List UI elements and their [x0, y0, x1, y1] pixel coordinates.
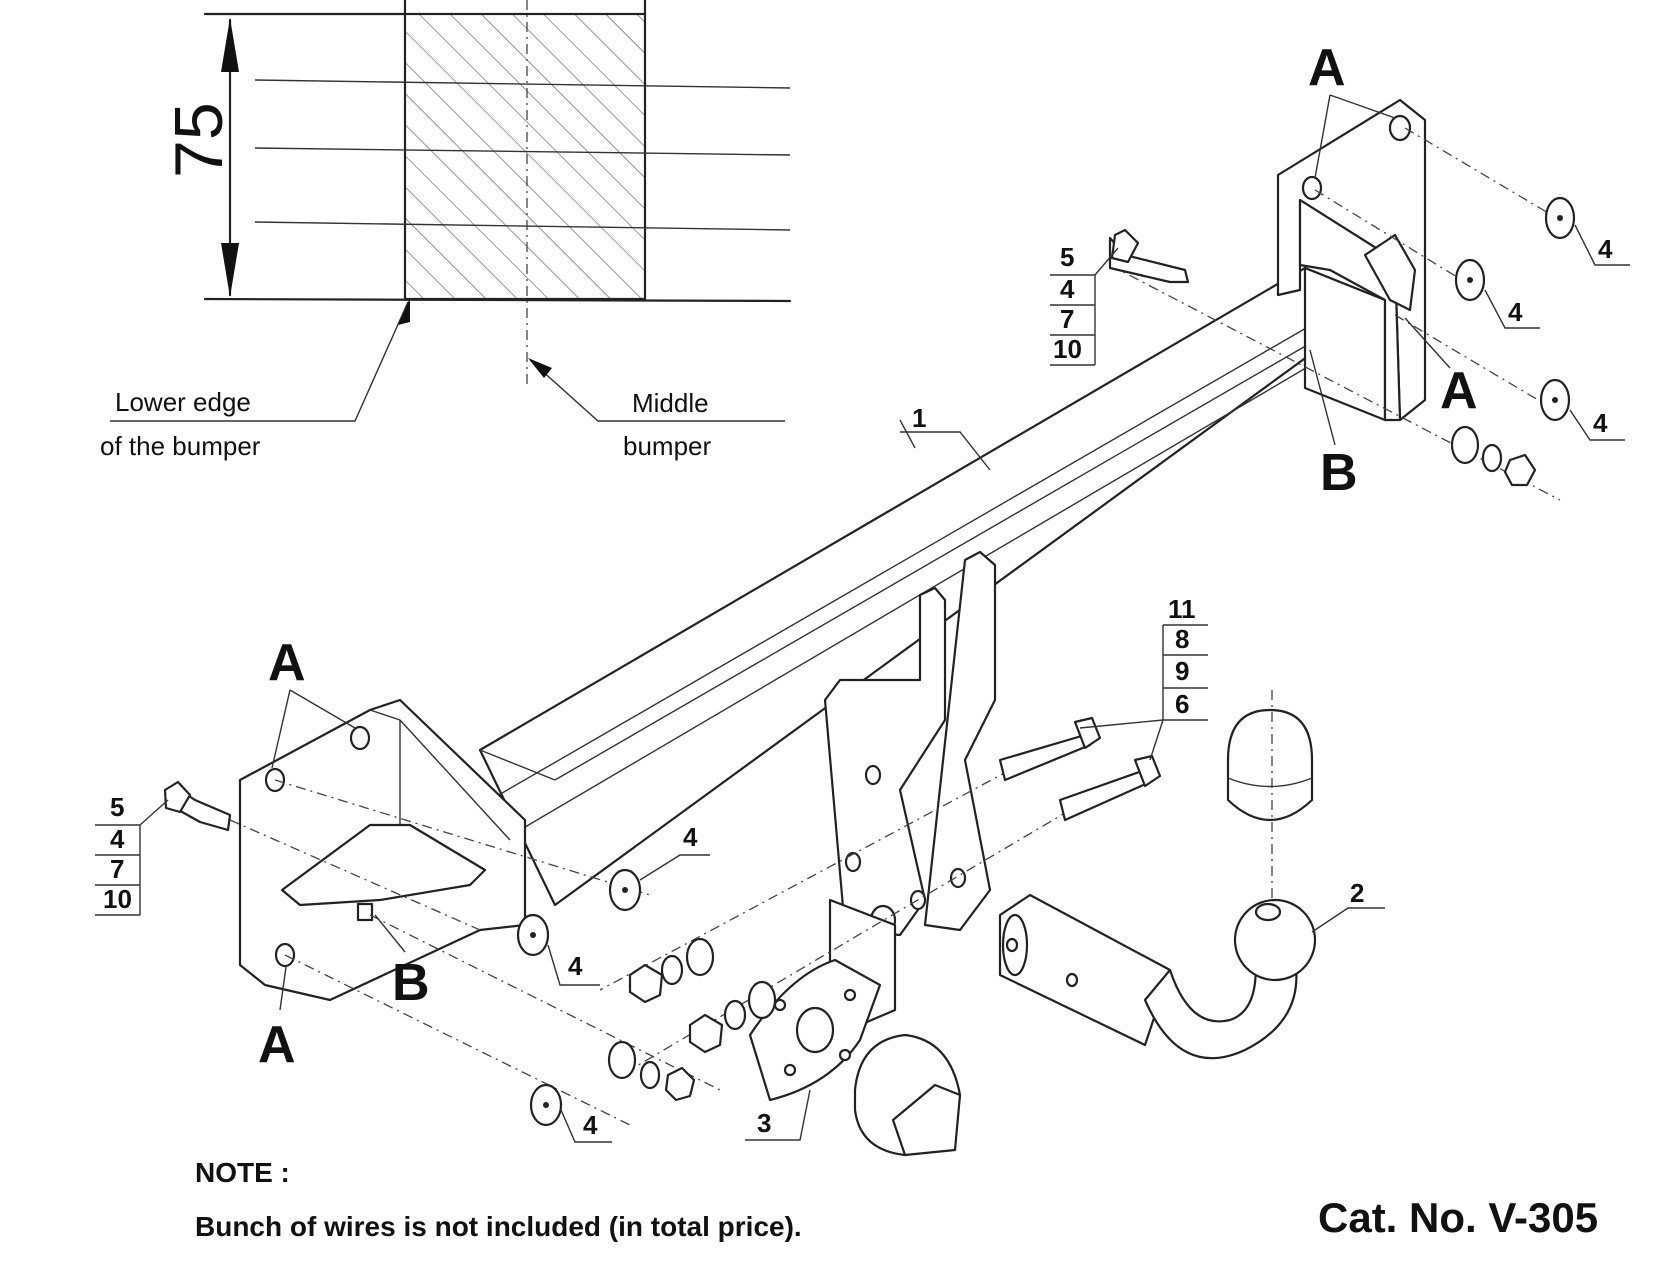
- hatched-zone: [403, 12, 647, 301]
- bumper-detail: 75 Lower edge of the bumper Middle bumpe…: [100, 0, 792, 461]
- stack-label: 10: [103, 884, 132, 914]
- stack-label: 8: [1175, 624, 1189, 654]
- reference-markers: A A B A B A: [258, 39, 1478, 1074]
- dimension-75: 75: [161, 102, 237, 178]
- stack-label: 4: [1060, 274, 1075, 304]
- stack-label: 9: [1175, 656, 1189, 686]
- stack-label: 5: [1060, 242, 1074, 272]
- leader-arrow-icon: [528, 358, 552, 378]
- center-plates: [823, 550, 997, 937]
- washer-label: 4: [583, 1110, 598, 1140]
- stack-label: 7: [110, 854, 124, 884]
- tow-ball-assembly: 2: [998, 690, 1385, 1060]
- washer-labels: 4 4 4 4 4 4: [547, 224, 1630, 1143]
- socket-assembly: 3: [745, 898, 962, 1157]
- stack-label: 6: [1175, 689, 1189, 719]
- note-text: Bunch of wires is not included (in total…: [195, 1211, 802, 1242]
- marker-a: A: [258, 1016, 296, 1074]
- washer-label: 4: [1508, 297, 1523, 327]
- stack-label: 10: [1053, 334, 1082, 364]
- stack-label: 4: [110, 824, 125, 854]
- stack-label: 11: [1168, 594, 1196, 624]
- marker-a: A: [1308, 39, 1346, 97]
- marker-a: A: [1440, 362, 1478, 420]
- middle-label-1: Middle: [632, 388, 709, 418]
- washers-nuts: [516, 196, 1576, 1127]
- stack-label: 5: [110, 792, 124, 822]
- marker-b: B: [392, 954, 430, 1012]
- bolt-stack-left: 5 4 7 10: [95, 792, 169, 916]
- part-number-2: 2: [1350, 878, 1364, 908]
- bolt-stack-center: 11 8 9 6: [1079, 594, 1208, 761]
- right-bracket: [1276, 98, 1427, 422]
- note-title: NOTE :: [195, 1157, 290, 1188]
- washer-label: 4: [1593, 408, 1608, 438]
- arrow-up-icon: [221, 18, 239, 72]
- marker-a: A: [268, 634, 306, 692]
- lower-edge-label-1: Lower edge: [115, 387, 251, 417]
- washer-label: 4: [568, 951, 583, 981]
- lower-edge-label-2: of the bumper: [100, 431, 261, 461]
- stack-label: 7: [1060, 304, 1074, 334]
- middle-label-2: bumper: [623, 431, 711, 461]
- catalog-number: Cat. No. V-305: [1318, 1194, 1598, 1241]
- left-bracket: [238, 698, 527, 1002]
- bolts: [163, 228, 1190, 832]
- washer-label: 4: [1598, 234, 1613, 264]
- part-number-1: 1: [912, 403, 926, 433]
- part-number-3: 3: [757, 1108, 771, 1138]
- leader-arrow-icon: [398, 298, 410, 325]
- washer-label: 4: [683, 822, 698, 852]
- marker-b: B: [1320, 444, 1358, 502]
- bolt-stack-upper-right: 5 4 7 10: [1050, 242, 1119, 366]
- arrow-down-icon: [221, 243, 239, 297]
